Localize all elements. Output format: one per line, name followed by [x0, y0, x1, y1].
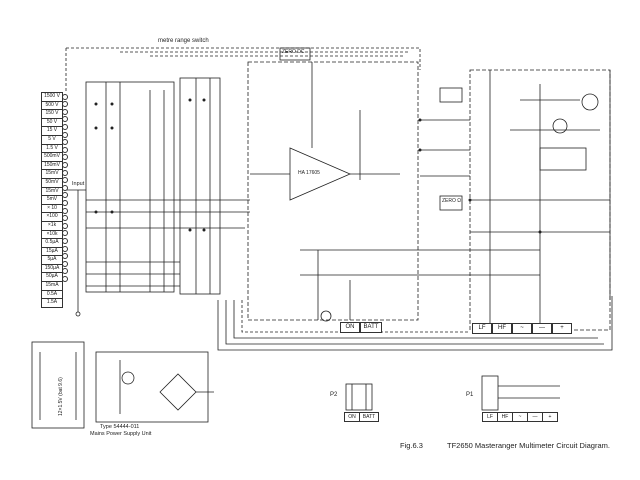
range-terminal [62, 253, 68, 260]
range-terminal [62, 131, 68, 138]
dc-minus-button: — [532, 323, 552, 334]
opamp-label: HA 17605 [298, 170, 320, 176]
range-label: 5 V [41, 134, 63, 144]
psu-subtitle: Mains Power Supply Unit [90, 431, 152, 437]
range-label: ×10k [41, 229, 63, 239]
range-label: 50mV [41, 177, 63, 187]
p1-ac-button: ~ [512, 412, 528, 422]
range-label: 5µA [41, 255, 63, 264]
range-switch-label: metre range switch [158, 38, 209, 44]
input-label: Input [72, 181, 85, 187]
range-terminal [62, 199, 68, 206]
hf-button: HF [492, 323, 512, 334]
on-button: ON [340, 322, 360, 333]
range-terminal [62, 161, 68, 168]
range-label: 15mA [41, 281, 63, 290]
range-label: 500mV [41, 152, 63, 161]
battery-label: 12×1.5V (bat 9.6) [58, 377, 64, 416]
ac-button: ~ [512, 323, 532, 334]
range-label: 1500 V [41, 92, 63, 101]
diagram-title: TF2650 Masteranger Multimeter Circuit Di… [447, 441, 610, 450]
range-label: 500 V [41, 100, 63, 110]
p1-hf-button: HF [497, 412, 513, 422]
range-terminal [62, 184, 68, 191]
p2-on-button: ON [344, 412, 360, 422]
range-label: 0.5µA [41, 238, 63, 247]
range-terminal [62, 215, 68, 222]
range-label: 15mV [41, 169, 63, 178]
range-label: 50 V [41, 117, 63, 127]
range-label: ×100 [41, 212, 63, 221]
range-terminal [62, 139, 68, 146]
dc-plus-button: + [552, 323, 572, 334]
range-terminal [62, 93, 68, 100]
p1-dc-minus-button: — [527, 412, 543, 422]
p2-batt-button: BATT [359, 412, 379, 422]
range-label: 15µA [41, 246, 63, 256]
zero-ohm-label: ZERO Ω [442, 198, 462, 204]
range-terminal [62, 207, 68, 214]
range-terminal [62, 116, 68, 123]
p1-lf-button: LF [482, 412, 498, 422]
p1-panel-label: P1 [466, 392, 474, 398]
range-terminal [62, 222, 68, 229]
batt-button: BATT [360, 322, 382, 333]
range-label: 5mV [41, 195, 63, 204]
range-terminal [62, 245, 68, 252]
range-label: 50µA [41, 272, 63, 282]
range-terminal [62, 108, 68, 115]
range-terminal [62, 192, 68, 199]
range-label: 150 V [41, 109, 63, 118]
range-label: 1.5 V [41, 143, 63, 153]
range-label: 15 V [41, 126, 63, 135]
figure-label: Fig.6.3 [400, 441, 423, 450]
range-terminal [62, 275, 68, 282]
p2-panel-label: P2 [330, 392, 338, 398]
range-label: 15mV [41, 186, 63, 196]
range-terminal [62, 260, 68, 267]
range-terminal [62, 123, 68, 130]
range-label: × 10 [41, 203, 63, 213]
range-label: 1.5A [41, 298, 63, 308]
range-terminal [62, 169, 68, 176]
range-label: 150µA [41, 263, 63, 273]
range-terminal [62, 268, 68, 275]
psu-type-label: Type 54444-011 [100, 424, 140, 430]
range-label: 0.5A [41, 289, 63, 299]
lf-button: LF [472, 323, 492, 334]
range-terminal [62, 154, 68, 161]
range-terminal [62, 177, 68, 184]
range-terminal [62, 230, 68, 237]
range-label: 150mV [41, 160, 63, 170]
zero-dc-label: ZERO DC [282, 49, 305, 55]
range-terminal [62, 101, 68, 108]
range-terminal [62, 237, 68, 244]
range-label: ×1k [41, 220, 63, 230]
range-terminal [62, 146, 68, 153]
p1-dc-plus-button: + [542, 412, 558, 422]
